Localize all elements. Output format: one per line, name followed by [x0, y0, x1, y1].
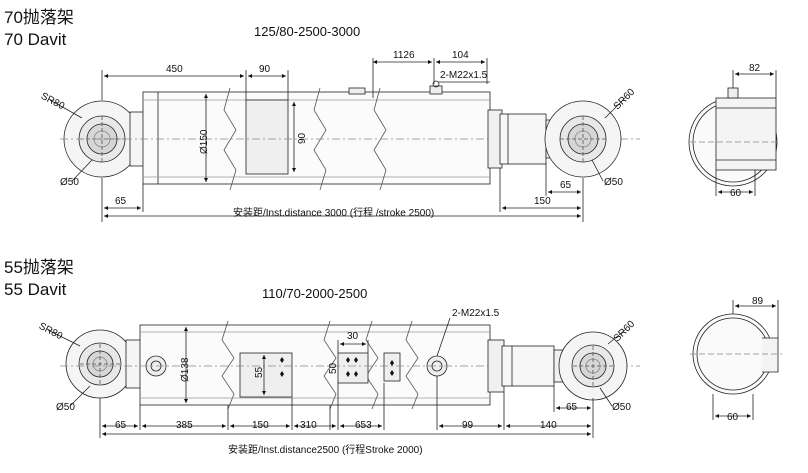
- dimension-lines-55: [99, 327, 594, 438]
- dim-90-window: 90: [297, 132, 308, 144]
- phi50-55-right: Ø50: [612, 402, 631, 413]
- dim-310: 310: [300, 420, 317, 431]
- dim-65-70-left: 65: [115, 196, 127, 207]
- dim-50-window: 50: [328, 362, 339, 374]
- dim-450: 450: [166, 64, 183, 75]
- spec-70: 125/80-2500-3000: [254, 24, 361, 39]
- cylinder-55-front-view: [47, 317, 640, 410]
- side-dim-60-70: 60: [730, 188, 742, 199]
- dim-65-55-left: 65: [115, 420, 127, 431]
- inst-value-70: 3000: [324, 208, 347, 219]
- title-70-en: 70 Davit: [4, 30, 67, 49]
- side-dim-82: 82: [749, 63, 761, 74]
- title-70-cn: 70抛落架: [4, 8, 74, 27]
- dia-138: Ø138: [180, 357, 191, 382]
- dia-150: Ø150: [199, 129, 210, 154]
- inst-prefix-70: 安装距/Inst.distance: [233, 208, 322, 219]
- inst-suffix-55: (行程Stroke 2000): [341, 445, 423, 456]
- phi50-70-right: Ø50: [604, 177, 623, 188]
- inst-suffix-70: (行程 /stroke 2500): [349, 208, 435, 219]
- dim-150-55: 150: [252, 420, 269, 431]
- dim-55-window: 55: [254, 366, 265, 378]
- dim-1126: 1126: [393, 50, 415, 61]
- inst-prefix-55: 安装距/Inst.distance: [228, 445, 317, 456]
- port-label-55: 2-M22x1.5: [452, 308, 500, 319]
- dim-385: 385: [176, 420, 193, 431]
- phi50-55-left: Ø50: [56, 402, 75, 413]
- side-dim-89: 89: [752, 296, 764, 307]
- dim-65-55-right: 65: [566, 402, 578, 413]
- inst-value-55: 2500: [316, 445, 340, 456]
- dim-140: 140: [540, 420, 557, 431]
- dim-653: 653: [355, 420, 372, 431]
- phi50-70-left: Ø50: [60, 177, 79, 188]
- title-55-en: 55 Davit: [4, 280, 67, 299]
- dim-90-top: 90: [259, 64, 271, 75]
- dim-65-70-right: 65: [560, 180, 572, 191]
- inst-distance-70: 安装距/Inst.distance 3000 (行程 /stroke 2500): [233, 204, 434, 219]
- side-dim-60-55: 60: [727, 412, 739, 423]
- dim-150-70: 150: [534, 196, 551, 207]
- spec-55: 110/70-2000-2500: [262, 286, 368, 301]
- cylinder-70-front-view: [49, 80, 640, 191]
- dim-104: 104: [452, 50, 469, 61]
- port-label-70: 2-M22x1.5: [440, 70, 488, 81]
- inst-distance-55: 安装距/Inst.distance2500 (行程Stroke 2000): [228, 441, 423, 456]
- side-view-55: [690, 300, 782, 420]
- side-view-70: [688, 70, 780, 196]
- title-55-cn: 55抛落架: [4, 258, 74, 277]
- dim-99: 99: [462, 420, 474, 431]
- dim-30: 30: [347, 331, 359, 342]
- dimension-lines-70: [101, 58, 584, 222]
